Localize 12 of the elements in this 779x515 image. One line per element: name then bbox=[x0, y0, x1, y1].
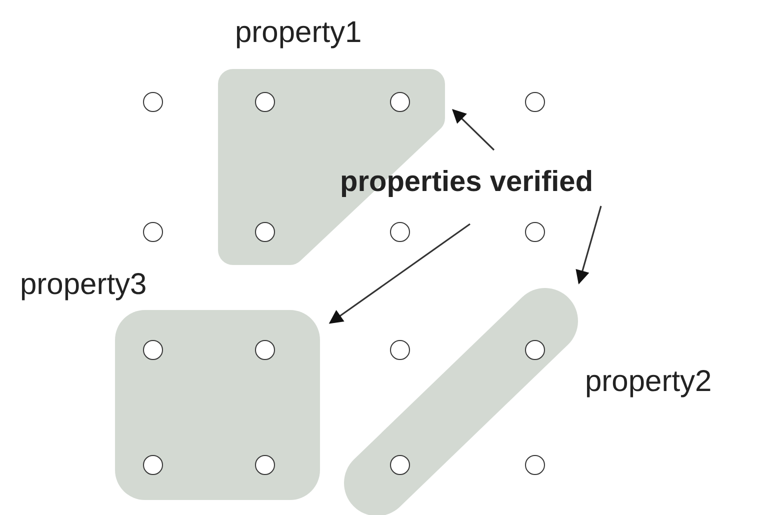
group-label: property1 bbox=[235, 18, 362, 48]
arrow bbox=[452, 109, 495, 151]
arrow bbox=[328, 223, 470, 324]
circle bbox=[525, 222, 545, 242]
callout-text: properties verified bbox=[340, 168, 594, 197]
group-label: property3 bbox=[20, 270, 147, 300]
circle bbox=[390, 222, 410, 242]
circle bbox=[143, 92, 163, 112]
circle bbox=[525, 92, 545, 112]
circle bbox=[143, 222, 163, 242]
group-label: property2 bbox=[585, 367, 712, 397]
arrow bbox=[576, 206, 602, 284]
